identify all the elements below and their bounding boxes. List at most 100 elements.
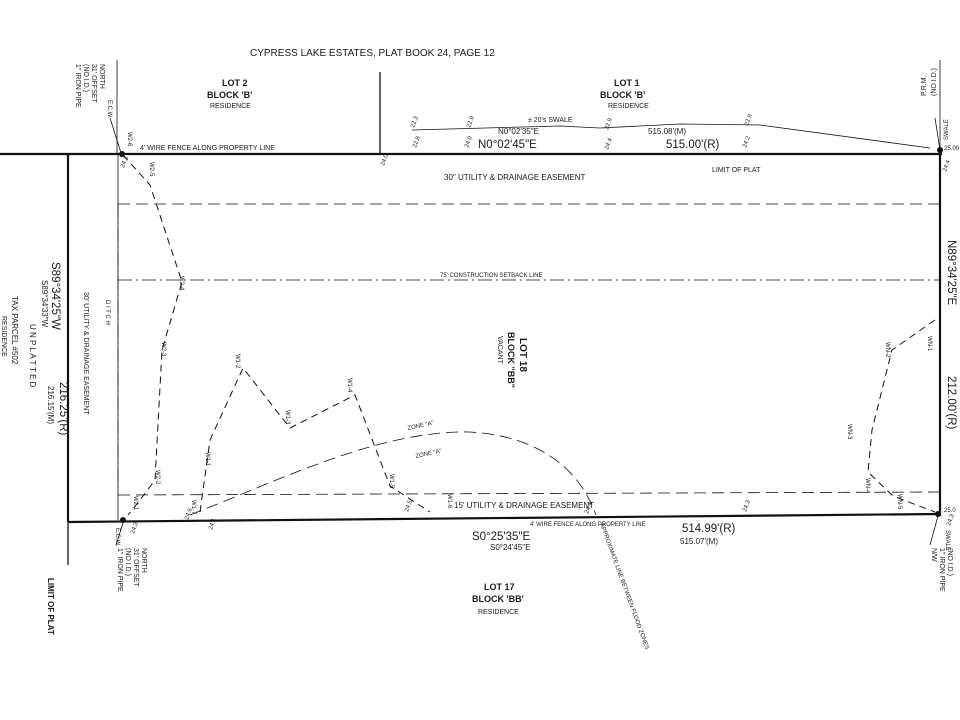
wp-w1-4: W1-4 [346,378,352,393]
nw-pipe-l3: 31' OFFSET [90,64,97,103]
nw-pipe-l1: 1" IRON PIPE [74,64,81,108]
elev-n3: 22.9 [604,117,614,131]
north-swale-label: ± 20's SWALE [528,117,573,124]
zone-a-lower: ZONE "A" [415,449,442,460]
wp-w2-6: W2-6 [126,132,132,147]
west-parcel: TAX PARCEL #502 [10,296,19,365]
wp-w1-2: W1-2 [234,354,240,369]
wp-w1-7: W1-7 [190,500,196,515]
se-pipe: 1" IRON PIPE [938,548,945,592]
lot1-name: LOT 1 [614,78,640,88]
ne-prm: P.R.M. [921,75,928,96]
wp-wn-5: WN-5 [896,494,902,510]
se-noid: (NO I.D.) [946,548,953,576]
elev-n8: 24.2 [742,135,752,149]
wp-w2-5: W2-5 [148,162,154,177]
lot17-use: RESIDENCE [478,609,519,616]
wetland-line-west [122,154,183,516]
wp-wn-1: WN-1 [926,336,932,352]
north-dist-m: 515.08'(M) [648,127,686,136]
sw-pipe-l1: 1" IRON PIPE [116,548,123,592]
north-limit-of-plat: LIMIT OF PLAT [712,167,761,174]
se-nw: N/W [930,548,937,562]
sw-pipe-l2: (NO I.D.) [124,548,131,576]
nw-corner-marker [119,151,125,157]
elev-s5: 24.4 [584,501,594,515]
wp-wn-2: WN-2 [884,342,890,358]
wp-w2-2: W2-2 [154,470,160,485]
wp-w1-5: W1-5 [388,474,394,489]
elev-n2: 22.9 [466,115,476,129]
lot18-name: LOT 18 [517,338,528,372]
west-ditch: D I T C H [104,300,110,325]
elev-sw: 24.3 [130,521,140,535]
nw-pipe-leader [109,117,123,157]
north-bearing-r: N0°02'45"E [478,139,537,151]
nw-ecw: E.C.W. [106,100,112,119]
south-fence-label: 4' WIRE FENCE ALONG PROPERTY LINE [530,522,646,528]
se-pipe-leader [929,515,939,546]
elev-nf: 24.0 [380,153,390,167]
lot17-name: LOT 17 [484,582,515,592]
west-dist-m: 216.15'(M) [46,386,55,424]
lot1-block: BLOCK 'B' [600,90,645,100]
west-bearing-r: S89°34'25"W [49,262,61,330]
sw-corner-marker [120,517,126,523]
sw-pipe-leader [115,519,125,546]
elev-n5: 24.0 [464,135,474,149]
west-limit-of-plat: LIMIT OF PLAT [46,578,55,635]
elev-s4: 24.6 [184,507,194,521]
wp-w2-1: W2-1 [132,496,138,511]
elev-s2: 24.5 [404,499,414,513]
north-bearing-m: N0°02'35"E [498,127,539,136]
elev-n1: 22.3 [410,115,420,129]
elev-n7: 24.4 [604,137,614,151]
elev-s3: 24.3 [742,499,752,513]
ne-prm-note: P.R.M. (NO I.D.) [921,68,938,96]
west-easement: 30' UTILITY & DRAINAGE EASEMENT [82,292,89,415]
east-dist: 212.00'(R) [945,376,957,430]
north-dist-r: 515.00'(R) [666,139,720,151]
south-bearing-m: S0°24'45"E [490,543,530,552]
east-bearing: N89°34'25"E [945,240,957,306]
elev-n6: 22.8 [412,135,422,149]
sw-iron-pipe-note: 1" IRON PIPE (NO I.D.) 31' OFFSET NORTH [116,548,147,592]
wp-w1-3: W1-3 [284,410,290,425]
south-dist-r: 514.99'(R) [682,523,736,535]
nw-pipe-l4: NORTH [98,64,105,89]
se-iron-pipe-note: N/W 1" IRON PIPE (NO I.D.) [930,548,953,592]
north-easement-label: 30" UTILITY & DRAINAGE EASEMENT [444,173,586,182]
wp-w2-4: W2-4 [178,276,184,291]
wp-wn-4: WN-4 [864,478,870,494]
lot1-use: RESIDENCE [608,103,649,110]
lot2-block: BLOCK 'B' [207,90,252,100]
flood-zone-line [189,431,597,516]
sw-pipe-l3: 31' OFFSET [132,548,139,587]
south-easement-line [117,491,941,496]
ne-noid: (NO I.D.) [931,68,938,96]
lot18-block: BLOCK "BB" [506,332,516,388]
sw-pipe-l4: NORTH [140,548,147,573]
lot2-use: RESIDENCE [210,103,251,110]
south-bearing-r: S0°25'35"E [472,531,531,543]
north-elev-25: 25.00 [944,146,960,152]
wetland-line-central [199,367,431,513]
west-bearing-m: S89°34'33"W [40,280,49,328]
wp-w1-6: W1-6 [446,494,452,509]
elev-ne: 24.4 [942,159,952,173]
setback-label: 75' CONSTRUCTION SETBACK LINE [440,273,543,279]
elev-nw: 24.1 [120,155,130,169]
south-easement-label: 15' UTILITY & DRAINAGE EASEMENT [454,501,594,510]
wp-w1-1: W1-1 [204,452,210,467]
lot18-label: LOT 18 BLOCK "BB" VACANT [496,332,528,388]
plat-title: CYPRESS LAKE ESTATES, PLAT BOOK 24, PAGE… [250,48,495,59]
nw-pipe-l2: (NO I.D.) [82,64,89,92]
ne-pipe-leader [934,117,941,151]
west-use: RESIDENCE [0,316,7,357]
ne-swale: SWALE [944,119,950,140]
zone-a-upper: ZONE "A" [407,421,434,432]
west-unplatted: U N P L A T T E D [28,324,37,388]
south-property-line [67,512,941,524]
se-swale: SWALE [944,530,950,551]
